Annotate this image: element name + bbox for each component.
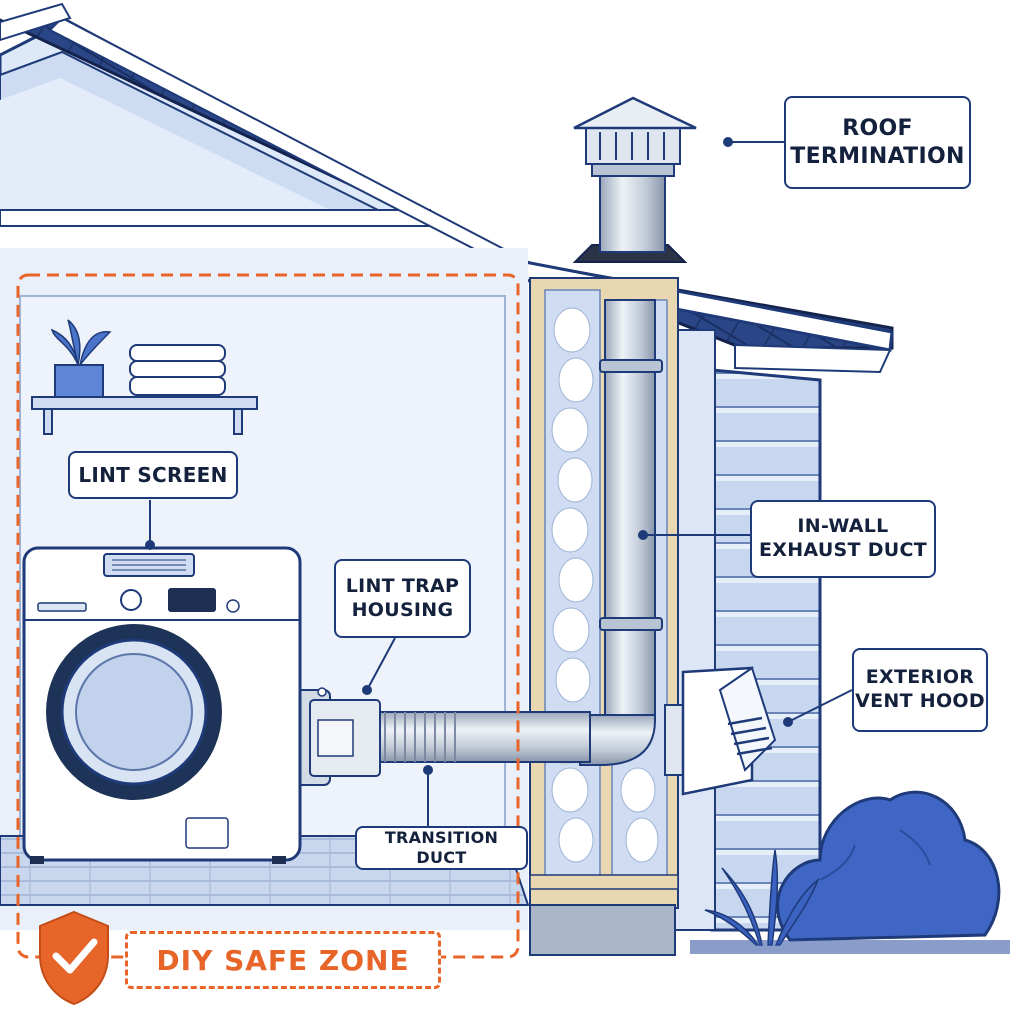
in-wall-exhaust-duct-line-1: IN-WALL: [797, 515, 889, 538]
transition-duct-text: TRANSITION DUCT: [384, 828, 499, 867]
exterior-vent-hood-label: EXTERIOR VENT HOOD: [852, 648, 988, 732]
in-wall-exhaust-duct-label: IN-WALL EXHAUST DUCT: [750, 500, 936, 578]
lint-screen-text: LINT SCREEN: [78, 462, 228, 487]
wall-shelf: [31, 319, 258, 435]
roof-termination-line-2: TERMINATION: [790, 143, 965, 169]
transition-duct-pipe: [369, 711, 591, 763]
exterior-vent-hood-line-1: EXTERIOR: [865, 666, 975, 689]
exterior-siding: [674, 329, 822, 932]
diy-safe-zone-text: DIY SAFE ZONE: [156, 943, 410, 977]
lint-trap-housing-line-1: LINT TRAP: [345, 574, 460, 597]
lint-trap-housing-line-2: HOUSING: [351, 598, 454, 621]
exterior-vent-hood-line-2: VENT HOOD: [855, 690, 985, 712]
roof-termination-line-1: ROOF: [842, 116, 913, 141]
roof-termination-cap: [572, 96, 697, 263]
gable-wall: [0, 20, 431, 227]
lint-trap-housing-label: LINT TRAP HOUSING: [334, 559, 471, 638]
lint-screen-label: LINT SCREEN: [68, 451, 238, 499]
exterior-vent-hood-box: [664, 666, 777, 796]
leader-lines: [145, 137, 853, 828]
shield-check-icon: [39, 910, 109, 1006]
dryer: [22, 546, 302, 864]
in-wall-exhaust-duct-line-2: EXHAUST DUCT: [758, 539, 928, 561]
diy-safe-zone-label: DIY SAFE ZONE: [125, 931, 441, 989]
transition-duct-label: TRANSITION DUCT: [355, 826, 528, 870]
shrubs: [690, 790, 1010, 954]
roof-termination-label: ROOF TERMINATION: [784, 96, 971, 189]
